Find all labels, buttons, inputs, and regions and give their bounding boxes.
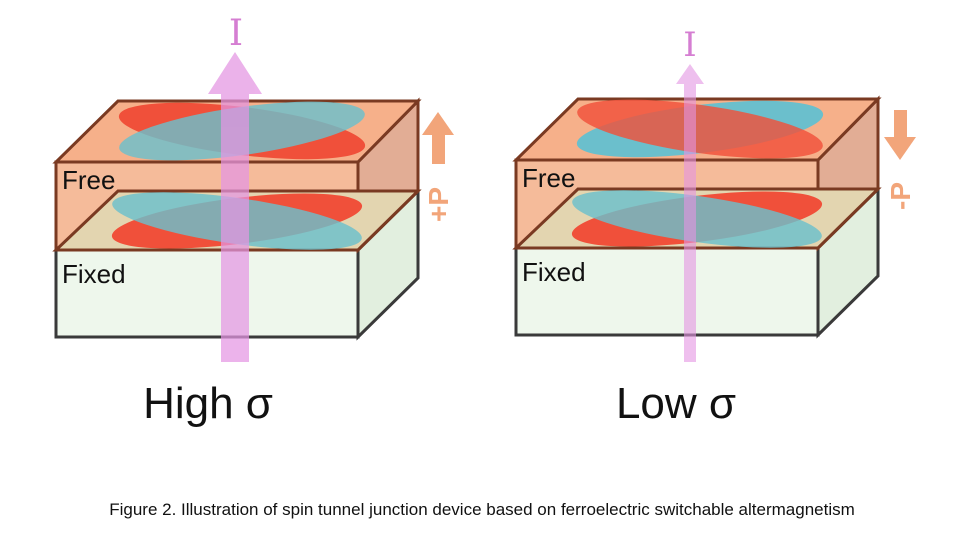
current-label: I xyxy=(229,13,243,54)
free-layer-label: Free xyxy=(522,163,575,193)
free-layer-orbitals xyxy=(576,99,824,159)
fixed-layer-orbitals xyxy=(571,190,823,248)
polarization-down-arrow xyxy=(884,110,916,160)
current-label: I xyxy=(683,25,696,65)
polarization-label: +P xyxy=(423,187,454,222)
fixed-layer-label: Fixed xyxy=(522,257,586,287)
current-arrow-thick xyxy=(208,52,262,362)
figure-caption: Figure 2. Illustration of spin tunnel ju… xyxy=(109,500,855,519)
polarization-up-arrow xyxy=(422,112,454,164)
current-arrow-thin xyxy=(676,64,704,362)
junction-low-conductance: I Free Fixed -P Low σ xyxy=(512,25,916,428)
junction-high-conductance: I Free Fixed +P High σ xyxy=(52,13,454,428)
conductance-label: High σ xyxy=(143,379,273,428)
free-layer-label: Free xyxy=(62,165,115,195)
polarization-label: -P xyxy=(885,182,916,210)
conductance-label: Low σ xyxy=(616,379,736,428)
fixed-layer-label: Fixed xyxy=(62,259,126,289)
